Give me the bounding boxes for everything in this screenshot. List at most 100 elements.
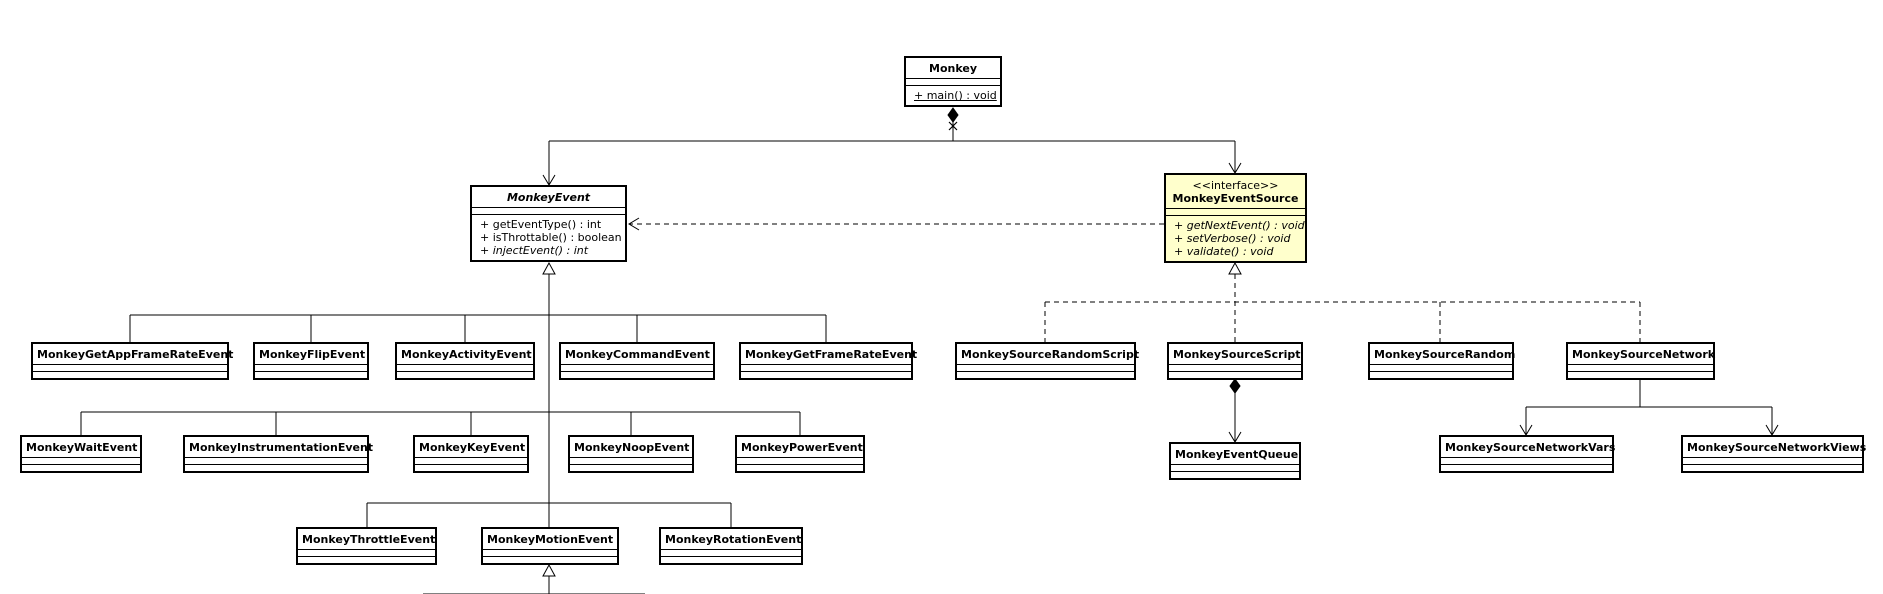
class-monkey-source-random-script[interactable]: MonkeySourceRandomScript xyxy=(955,342,1140,380)
class-name: MonkeyFlipEvent xyxy=(259,348,366,361)
class-name: Monkey xyxy=(929,62,977,75)
class-name: MonkeyActivityEvent xyxy=(401,348,532,361)
attributes-compartment xyxy=(741,365,911,372)
class-monkey-source-network[interactable]: MonkeySourceNetwork xyxy=(1566,342,1715,380)
interface-monkey-event-source[interactable]: <<interface>> MonkeyEventSource + getNex… xyxy=(1164,173,1307,263)
operations-compartment xyxy=(1171,472,1299,478)
attributes-compartment xyxy=(298,550,435,557)
operation: + setVerbose() : void xyxy=(1174,232,1291,245)
class-monkey-power-event[interactable]: MonkeyPowerEvent xyxy=(735,435,865,473)
class-name: MonkeySourceRandomScript xyxy=(961,348,1140,361)
class-monkey-throttle-event[interactable]: MonkeyThrottleEvent xyxy=(296,527,437,565)
operation: + getNextEvent() : void xyxy=(1174,219,1305,232)
composition-diamond xyxy=(947,107,959,123)
attributes-compartment xyxy=(561,365,713,372)
attributes-compartment xyxy=(415,458,527,465)
attributes-compartment xyxy=(1171,465,1299,472)
operations-compartment: + getNextEvent() : void + setVerbose() :… xyxy=(1166,216,1305,261)
class-monkey-event[interactable]: MonkeyEvent + getEventType() : int + isT… xyxy=(470,185,627,262)
class-monkey-rotation-event[interactable]: MonkeyRotationEvent xyxy=(659,527,803,565)
realization-arrowhead xyxy=(1228,261,1242,275)
operation: + getEventType() : int xyxy=(480,218,602,231)
class-monkey-key-event[interactable]: MonkeyKeyEvent xyxy=(413,435,529,473)
operations-compartment xyxy=(957,372,1134,378)
class-monkey-get-app-frame-rate-event[interactable]: MonkeyGetAppFrameRateEvent xyxy=(31,342,234,380)
operations-compartment xyxy=(483,557,617,563)
operation: + main() : void xyxy=(914,89,997,102)
class-name: MonkeyKeyEvent xyxy=(419,441,526,454)
attributes-compartment xyxy=(957,365,1134,372)
class-monkey-motion-event[interactable]: MonkeyMotionEvent xyxy=(481,527,619,565)
class-monkey-source-script[interactable]: MonkeySourceScript xyxy=(1167,342,1303,380)
operations-compartment xyxy=(1568,372,1713,378)
class-monkey-flip-event[interactable]: MonkeyFlipEvent xyxy=(253,342,369,380)
attributes-compartment xyxy=(1441,458,1612,465)
operations-compartment: + getEventType() : int + isThrottable() … xyxy=(472,215,625,260)
attributes-compartment xyxy=(737,458,863,465)
attributes-compartment xyxy=(255,365,367,372)
dependency-arrow xyxy=(628,217,640,231)
operations-compartment xyxy=(397,372,533,378)
class-name: MonkeyInstrumentationEvent xyxy=(189,441,374,454)
attributes-compartment xyxy=(1568,365,1713,372)
class-name: MonkeyMotionEvent xyxy=(487,533,614,546)
operations-compartment xyxy=(1441,465,1612,471)
attributes-compartment xyxy=(1370,365,1512,372)
operation: + injectEvent() : int xyxy=(480,244,589,257)
stereotype-label: <<interface>> xyxy=(1192,179,1279,192)
class-name: MonkeySourceNetworkVars xyxy=(1445,441,1616,454)
generalization-arrowhead xyxy=(542,563,556,577)
operations-compartment xyxy=(415,465,527,471)
operations-compartment xyxy=(255,372,367,378)
class-monkey-get-frame-rate-event[interactable]: MonkeyGetFrameRateEvent xyxy=(739,342,917,380)
class-name: MonkeyThrottleEvent xyxy=(302,533,436,546)
class-name: MonkeyNoopEvent xyxy=(574,441,690,454)
class-name: MonkeySourceRandom xyxy=(1374,348,1516,361)
attributes-compartment xyxy=(185,458,367,465)
class-name: MonkeyRotationEvent xyxy=(665,533,802,546)
attributes-compartment xyxy=(1683,458,1862,465)
class-monkey-command-event[interactable]: MonkeyCommandEvent xyxy=(559,342,715,380)
operations-compartment xyxy=(661,557,801,563)
operations-compartment xyxy=(1683,465,1862,471)
operations-compartment xyxy=(185,465,367,471)
operations-compartment xyxy=(33,372,227,378)
class-name: MonkeyPowerEvent xyxy=(741,441,863,454)
class-name: MonkeyEventQueue xyxy=(1175,448,1299,461)
attributes-compartment xyxy=(22,458,140,465)
attributes-compartment xyxy=(906,79,1000,86)
class-monkey-source-random[interactable]: MonkeySourceRandom xyxy=(1368,342,1516,380)
operations-compartment xyxy=(561,372,713,378)
attributes-compartment xyxy=(1166,209,1305,216)
operations-compartment xyxy=(1169,372,1301,378)
class-monkey-event-queue[interactable]: MonkeyEventQueue xyxy=(1169,442,1301,480)
class-name: MonkeyCommandEvent xyxy=(565,348,710,361)
class-name: MonkeyEvent xyxy=(506,191,591,204)
class-name: MonkeySourceNetwork xyxy=(1572,348,1716,361)
generalization-arrowhead xyxy=(542,261,556,275)
operations-compartment xyxy=(570,465,692,471)
class-name: MonkeySourceScript xyxy=(1173,348,1301,361)
class-name: MonkeyEventSource xyxy=(1172,192,1299,205)
class-monkey-noop-event[interactable]: MonkeyNoopEvent xyxy=(568,435,694,473)
class-name: MonkeyGetAppFrameRateEvent xyxy=(37,348,234,361)
class-monkey[interactable]: Monkey + main() : void xyxy=(904,56,1002,107)
class-monkey-source-network-views[interactable]: MonkeySourceNetworkViews xyxy=(1681,435,1867,473)
attributes-compartment xyxy=(661,550,801,557)
class-monkey-wait-event[interactable]: MonkeyWaitEvent xyxy=(20,435,142,473)
class-name: MonkeySourceNetworkViews xyxy=(1687,441,1867,454)
attributes-compartment xyxy=(1169,365,1301,372)
composition-diamond xyxy=(1229,378,1241,394)
attributes-compartment xyxy=(397,365,533,372)
operations-compartment xyxy=(298,557,435,563)
operations-compartment xyxy=(737,465,863,471)
operation: + isThrottable() : boolean xyxy=(480,231,622,244)
attributes-compartment xyxy=(33,365,227,372)
class-monkey-source-network-vars[interactable]: MonkeySourceNetworkVars xyxy=(1439,435,1616,473)
class-monkey-activity-event[interactable]: MonkeyActivityEvent xyxy=(395,342,535,380)
operations-compartment xyxy=(1370,372,1512,378)
class-monkey-instrumentation-event[interactable]: MonkeyInstrumentationEvent xyxy=(183,435,374,473)
attributes-compartment xyxy=(472,208,625,215)
